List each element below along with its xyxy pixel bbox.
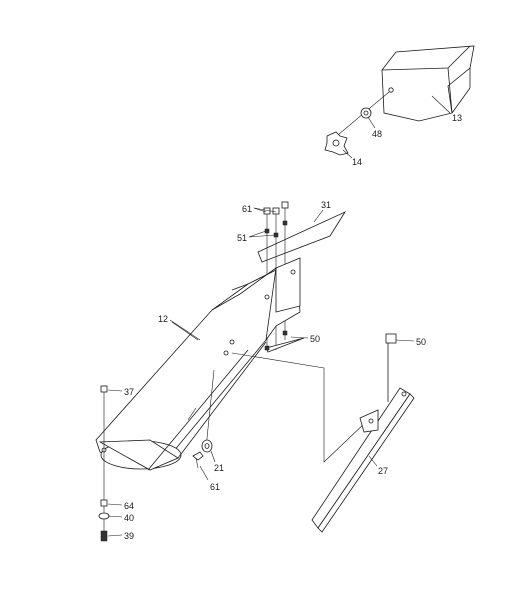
label-part-13: 13 bbox=[452, 113, 462, 123]
label-part-51: 51 bbox=[237, 233, 247, 243]
label-part-50-upper: 50 bbox=[310, 334, 320, 344]
label-part-31: 31 bbox=[321, 200, 331, 210]
part-31-top-plate bbox=[257, 209, 347, 263]
label-part-50-rail: 50 bbox=[416, 337, 426, 347]
part-27-slide-rail bbox=[311, 340, 415, 533]
label-part-48: 48 bbox=[372, 129, 382, 139]
part-12-chute bbox=[95, 257, 301, 471]
label-part-64: 64 bbox=[124, 501, 134, 511]
label-part-61-top: 61 bbox=[242, 204, 252, 214]
leader-12 bbox=[171, 321, 199, 341]
label-part-12: 12 bbox=[158, 314, 168, 324]
label-part-37: 37 bbox=[124, 387, 134, 397]
part-13-housing bbox=[381, 45, 475, 122]
label-part-21: 21 bbox=[214, 463, 224, 473]
label-part-39: 39 bbox=[124, 531, 134, 541]
label-part-27: 27 bbox=[378, 466, 388, 476]
part-50-rail-nut bbox=[385, 333, 415, 344]
part-50-upper-bracket bbox=[264, 330, 309, 353]
part-48-washer bbox=[360, 107, 376, 129]
part-14-star-knob bbox=[324, 131, 353, 159]
assembly-line-13-14 bbox=[331, 91, 390, 141]
label-part-40: 40 bbox=[124, 513, 134, 523]
assembly-line-12-27 bbox=[231, 352, 369, 463]
label-part-14: 14 bbox=[352, 157, 362, 167]
label-part-61-bottom: 61 bbox=[210, 482, 220, 492]
part-37-64-40-39-bolt-stack bbox=[98, 385, 123, 542]
part-21-61-knob-screw bbox=[192, 369, 216, 481]
